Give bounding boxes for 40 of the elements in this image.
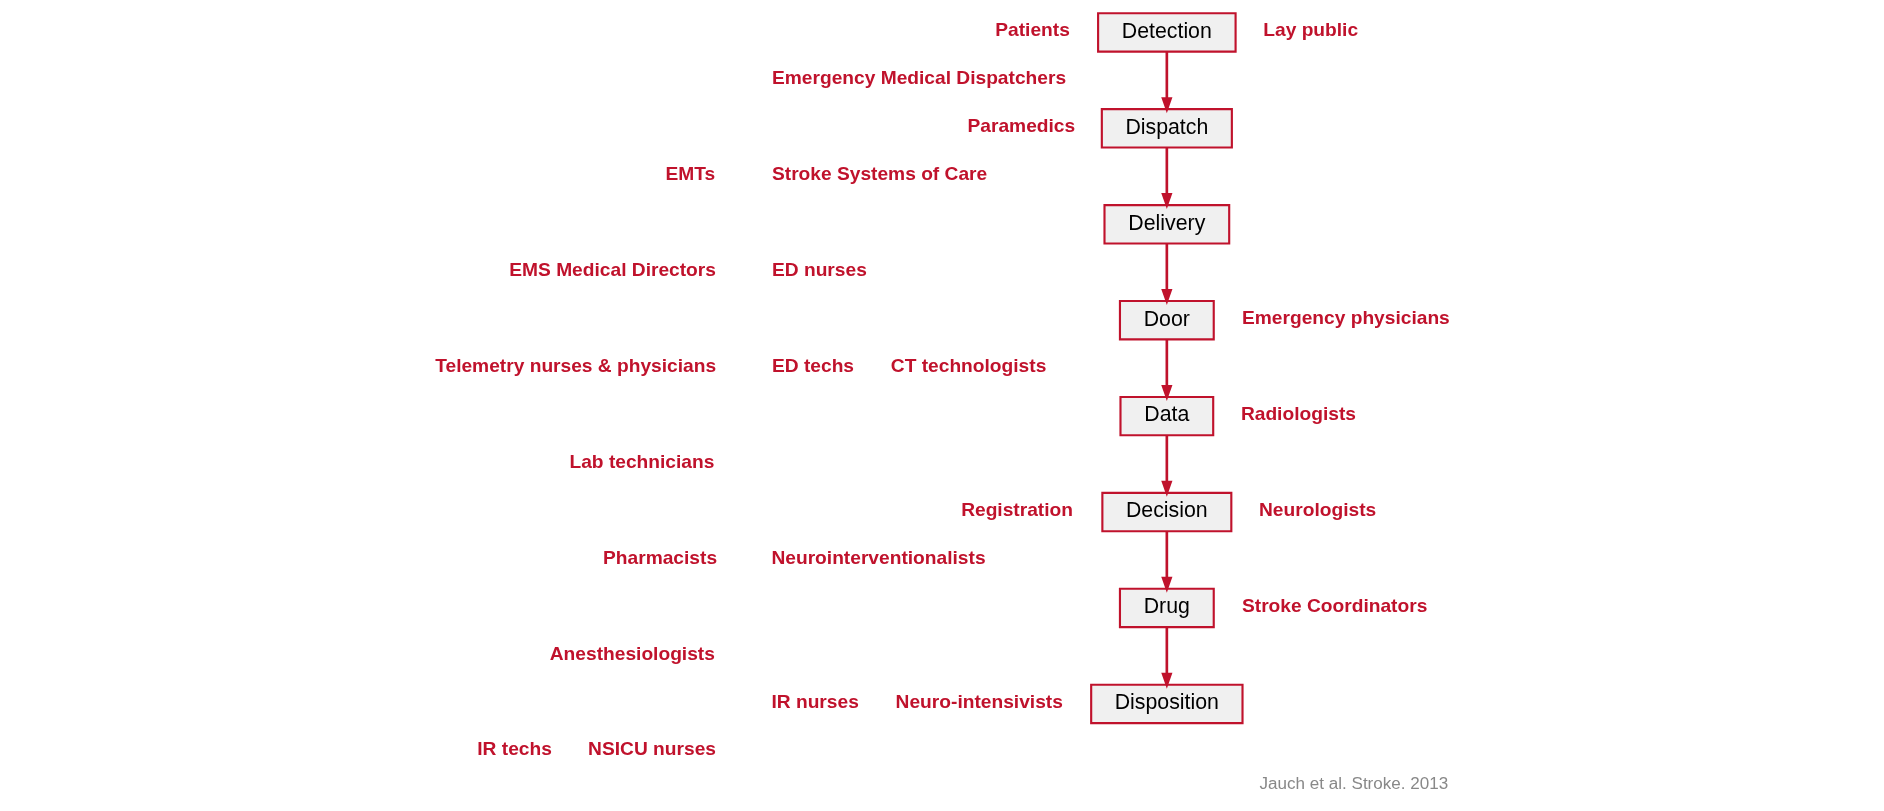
- node-box: Dispatch: [1100, 107, 1233, 149]
- label: ED techs: [771, 354, 854, 376]
- node-box: Decision: [1100, 491, 1232, 532]
- label: Registration: [960, 498, 1073, 520]
- label: Neuro-intensivists: [895, 690, 1063, 712]
- arrow: [1160, 531, 1172, 593]
- label: Lay public: [1262, 18, 1358, 40]
- label: EMS Medical Directors: [508, 258, 716, 280]
- label: Paramedics: [967, 114, 1075, 136]
- arrow: [1160, 51, 1172, 113]
- arrow: [1160, 243, 1172, 305]
- node-box: Data: [1118, 395, 1214, 436]
- label: CT technologists: [890, 354, 1046, 376]
- label: Anesthesiologists: [549, 642, 715, 664]
- arrow: [1160, 627, 1172, 689]
- label: Neurointerventionalists: [770, 546, 986, 568]
- node-box: Disposition: [1089, 683, 1244, 724]
- node-box: Detection: [1096, 11, 1237, 53]
- arrow: [1160, 435, 1172, 497]
- label: EMTs: [664, 162, 715, 184]
- label: Pharmacists: [602, 546, 717, 568]
- label: IR techs: [476, 737, 552, 759]
- arrow: [1160, 339, 1172, 401]
- label: Neurologists: [1258, 498, 1376, 520]
- arrow: [1160, 147, 1172, 209]
- caption: Jauch et al. Stroke. 2013: [1259, 773, 1448, 793]
- node-box: Delivery: [1102, 203, 1230, 245]
- label: IR nurses: [770, 690, 859, 712]
- label: Telemetry nurses & physicians: [434, 354, 716, 376]
- label: NSICU nurses: [587, 737, 716, 759]
- label: Stroke Coordinators: [1241, 594, 1427, 616]
- label: Stroke Systems of Care: [771, 162, 987, 184]
- label: Lab technicians: [568, 450, 714, 472]
- label: ED nurses: [771, 258, 867, 280]
- label: Emergency physicians: [1241, 306, 1450, 328]
- node-box: Door: [1118, 299, 1215, 340]
- label: Emergency Medical Dispatchers: [771, 66, 1066, 88]
- label: Radiologists: [1240, 402, 1356, 424]
- node-box: Drug: [1118, 587, 1215, 628]
- label: Patients: [994, 18, 1070, 40]
